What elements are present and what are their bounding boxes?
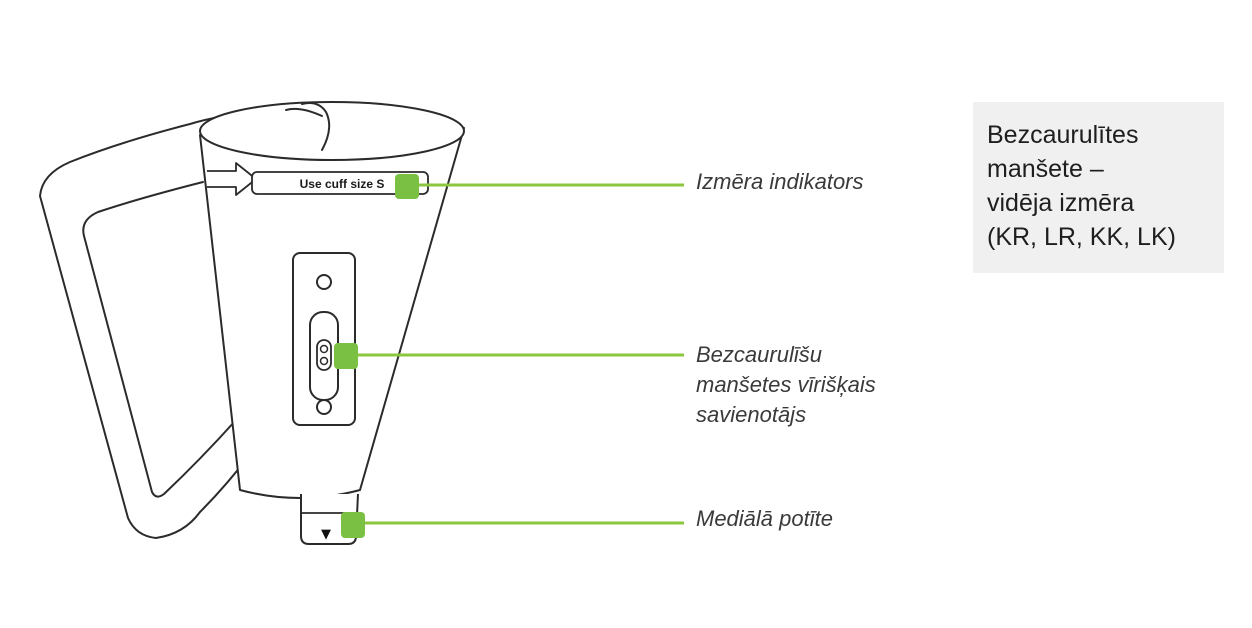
- male-connector-port-top: [319, 344, 329, 354]
- marker-ankle: [341, 512, 365, 538]
- callout-connector-line-2: manšetes vīrišķais: [696, 372, 876, 397]
- cuff-top-opening: [199, 101, 465, 161]
- cuff-overlap-edge: [301, 102, 331, 151]
- callout-size-indicator-text: Izmēra indikators: [696, 169, 864, 194]
- callout-ankle-text: Mediālā potīte: [696, 506, 833, 531]
- male-connector-pin: [316, 339, 332, 371]
- ankle-arrow-icon: ▼: [321, 527, 331, 542]
- cuff-flap-inner: [82, 181, 237, 498]
- size-indicator-strip: [251, 171, 429, 195]
- marker-size-indicator: [395, 174, 419, 199]
- marker-connector: [334, 343, 358, 369]
- male-connector-port-bottom: [319, 356, 329, 366]
- size-indicator-text: Use cuff size S: [300, 177, 385, 191]
- cuff-flap-fold: [285, 107, 323, 117]
- callout-connector: Bezcaurulīšu manšetes vīrišķais savienot…: [696, 340, 876, 430]
- callout-ankle: Mediālā potīte: [696, 504, 833, 534]
- title-line-3: vidēja izmēra: [987, 189, 1135, 217]
- connector-bottom-hole: [316, 399, 332, 415]
- title-line-2: manšete –: [987, 155, 1104, 183]
- title-line-4: (KR, LR, KK, LK): [987, 223, 1176, 251]
- callout-connector-line-3: savienotājs: [696, 402, 807, 427]
- callout-connector-line-1: Bezcaurulīšu: [696, 342, 822, 367]
- title-box: Bezcaurulītes manšete – vidēja izmēra (K…: [973, 102, 1224, 273]
- title-line-1: Bezcaurulītes: [987, 121, 1139, 149]
- callout-size-indicator: Izmēra indikators: [696, 167, 864, 197]
- connector-top-hole: [316, 274, 332, 290]
